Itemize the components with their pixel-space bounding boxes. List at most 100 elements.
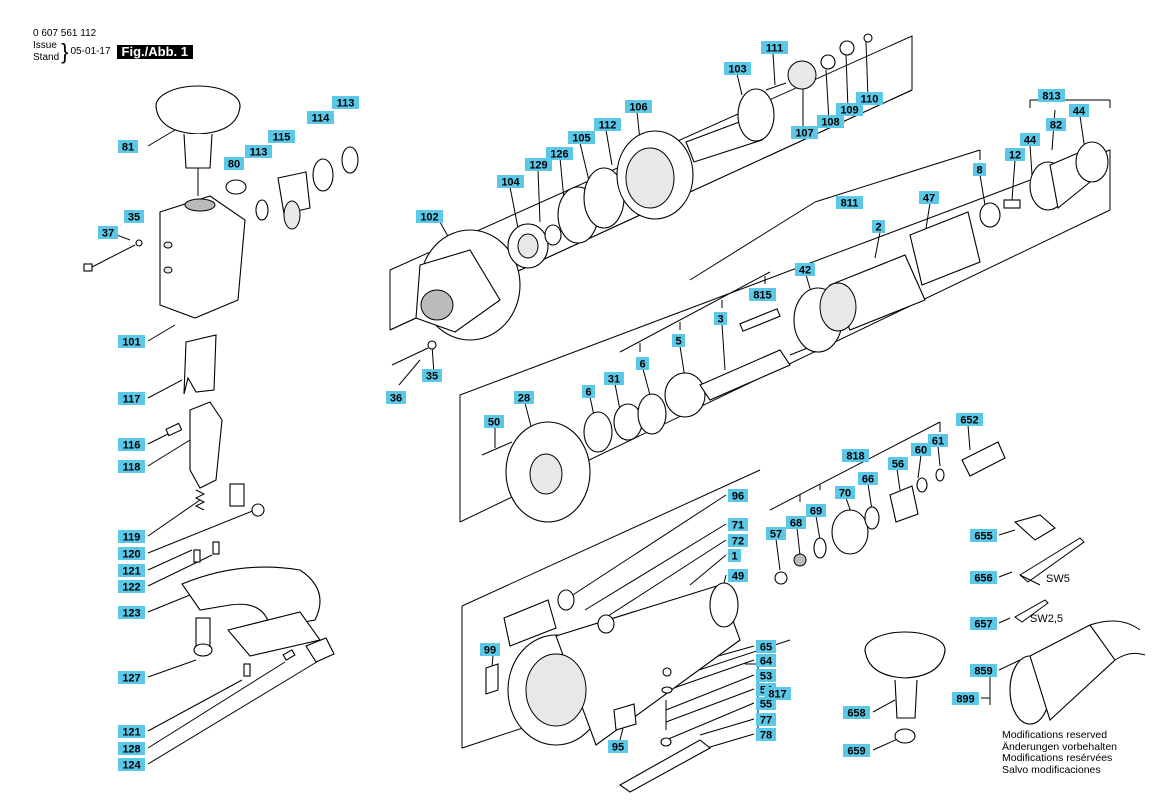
- housing-parts: [485, 441, 1006, 793]
- callout-box: [835, 486, 855, 499]
- callout-5: 5: [672, 334, 685, 348]
- callout-49: 49: [728, 569, 748, 583]
- callout-37: 37: [98, 226, 118, 240]
- callout-box: [728, 569, 748, 582]
- callout-129: 129: [525, 158, 552, 172]
- callout-35: 35: [422, 369, 442, 383]
- callout-number: 656: [974, 573, 992, 585]
- callout-659: 659: [843, 744, 870, 758]
- callout-box: [1005, 148, 1025, 161]
- callout-71: 71: [728, 518, 748, 532]
- callout-124: 124: [118, 758, 145, 772]
- callout-box: [911, 443, 931, 456]
- callout-box: [245, 145, 272, 158]
- callout-number: 105: [572, 133, 590, 145]
- callout-box: [836, 196, 863, 209]
- callout-box: [973, 163, 986, 176]
- wrench-size-labels: SW5 SW2,5: [1030, 573, 1070, 625]
- callout-108: 108: [817, 115, 844, 129]
- callout-6: 6: [582, 385, 595, 399]
- callout-817: 817: [764, 687, 791, 701]
- callout-number: 124: [122, 760, 141, 772]
- callout-number: 64: [760, 656, 773, 668]
- callout-labels: 8111311411511380353710111711611811912012…: [98, 41, 1089, 772]
- callout-28: 28: [514, 391, 534, 405]
- callout-box: [124, 210, 144, 223]
- callout-35: 35: [124, 210, 144, 224]
- callout-box: [625, 100, 652, 113]
- callout-number: 657: [974, 619, 992, 631]
- callout-number: 119: [123, 532, 141, 544]
- callout-number: 49: [732, 571, 744, 583]
- callout-66: 66: [858, 472, 878, 486]
- callout-box: [728, 489, 748, 502]
- callout-box: [858, 472, 878, 485]
- callout-119: 119: [118, 530, 145, 544]
- shear-head-parts: [83, 85, 359, 677]
- callout-box: [756, 697, 776, 710]
- callout-box: [919, 191, 939, 204]
- callout-number: 120: [122, 549, 140, 561]
- stand-label: Stand: [33, 52, 60, 63]
- callout-number: 103: [728, 64, 746, 76]
- callout-box: [332, 96, 359, 109]
- callout-50: 50: [484, 415, 504, 429]
- callout-number: 50: [488, 417, 500, 429]
- callout-number: 899: [956, 694, 974, 706]
- callout-box: [594, 118, 621, 131]
- callout-655: 655: [970, 529, 997, 543]
- callout-number: 71: [732, 520, 744, 532]
- callout-box: [970, 664, 997, 677]
- callout-77: 77: [756, 713, 776, 727]
- callout-105: 105: [568, 131, 595, 145]
- callout-number: 68: [790, 518, 802, 530]
- callout-box: [118, 547, 145, 560]
- callout-number: 60: [915, 445, 927, 457]
- callout-number: 81: [122, 142, 134, 154]
- callout-number: 70: [839, 488, 851, 500]
- callout-116: 116: [118, 438, 145, 452]
- callout-number: 118: [123, 462, 141, 474]
- callout-number: 77: [760, 715, 772, 727]
- callout-118: 118: [118, 460, 145, 474]
- callout-number: 35: [426, 371, 438, 383]
- callout-36: 36: [386, 391, 406, 405]
- callout-box: [484, 415, 504, 428]
- callout-3: 3: [714, 312, 727, 326]
- callout-126: 126: [546, 147, 573, 161]
- callout-113: 113: [245, 145, 272, 159]
- note-line: Salvo modificaciones: [1002, 763, 1101, 776]
- callout-box: [480, 643, 500, 656]
- callout-115: 115: [268, 130, 295, 144]
- note-line: Modifications reserved: [1002, 729, 1108, 741]
- callout-box: [791, 126, 818, 139]
- callout-811: 811: [836, 196, 863, 210]
- callout-12: 12: [1005, 148, 1025, 162]
- callout-1: 1: [728, 549, 741, 563]
- gear-head-parts: [391, 33, 873, 366]
- callout-number: 655: [974, 531, 992, 543]
- callout-box: [956, 413, 983, 426]
- callout-box: [1020, 133, 1040, 146]
- callout-box: [608, 740, 628, 753]
- callout-107: 107: [791, 126, 818, 140]
- callout-number: 115: [273, 132, 291, 144]
- callout-number: 82: [1050, 120, 1062, 132]
- callout-64: 64: [756, 654, 776, 668]
- callout-box: [268, 130, 295, 143]
- callout-box: [764, 687, 791, 700]
- callout-44: 44: [1020, 133, 1040, 147]
- callout-box: [728, 549, 741, 562]
- callout-number: 96: [732, 491, 744, 503]
- issue-label: Issue: [33, 40, 57, 51]
- callout-128: 128: [118, 742, 145, 756]
- callout-number: 817: [768, 689, 786, 701]
- callout-box: [728, 534, 748, 547]
- callout-box: [118, 530, 145, 543]
- callout-number: 57: [770, 529, 782, 541]
- callout-box: [970, 617, 997, 630]
- callout-657: 657: [970, 617, 997, 631]
- callout-number: 652: [960, 415, 978, 427]
- callout-box: [856, 92, 883, 105]
- document-header: 0 607 561 112 Issue Stand } 05-01-17 Fig…: [33, 28, 193, 64]
